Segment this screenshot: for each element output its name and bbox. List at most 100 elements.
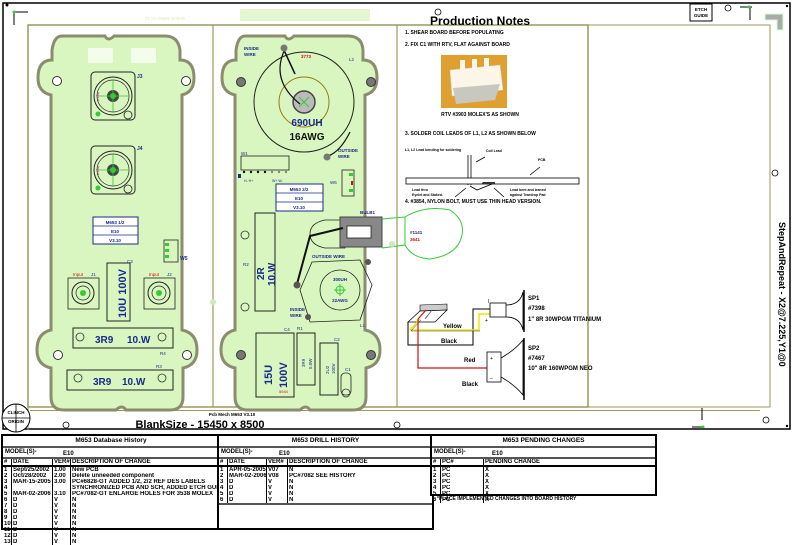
svg-text:690UH: 690UH xyxy=(291,118,322,129)
svg-text:INSIDE: INSIDE xyxy=(244,46,259,51)
svg-text:R1: R1 xyxy=(297,326,303,331)
svg-text:M653 2/2: M653 2/2 xyxy=(290,187,309,192)
note-3: 3. SOLDER COIL LEADS OF L1, L2 AS SHOWN … xyxy=(405,131,536,137)
svg-text:3R9: 3R9 xyxy=(95,335,114,346)
molex-connector-photo xyxy=(441,55,507,108)
table-cell: PC xyxy=(441,467,484,473)
table-cell: D xyxy=(12,521,53,527)
svg-text:I: I xyxy=(488,299,489,305)
etch-guide-text: ETCH xyxy=(695,7,707,12)
svg-text:2R: 2R xyxy=(256,266,267,280)
svg-text:WIRE: WIRE xyxy=(290,313,302,318)
drawing-sheet: ETCH GUIDE Bottom M653 V3.10 Production … xyxy=(1,2,791,433)
table-cell: 2 xyxy=(3,473,12,479)
table-cell: 5 xyxy=(432,491,441,497)
table-cell: PC xyxy=(441,485,484,491)
svg-text:10.W: 10.W xyxy=(127,335,151,346)
table-cell: 2.00 xyxy=(53,473,71,479)
svg-text:15U: 15U xyxy=(263,365,275,385)
table-cell: N xyxy=(72,521,77,527)
svg-text:+: + xyxy=(485,318,488,324)
table-cell: X xyxy=(485,467,490,473)
connector-j2: Input J2 xyxy=(143,272,176,310)
svg-text:J1: J1 xyxy=(91,272,96,277)
table-cell: V xyxy=(53,503,71,509)
capacitor-c1: C1 xyxy=(340,367,352,398)
table-cell: V xyxy=(53,539,71,545)
capacitor-c3: C3 10U 100V xyxy=(106,259,133,322)
svg-text:10.W: 10.W xyxy=(122,377,146,388)
table-cell: D xyxy=(228,479,267,485)
drill-history-table: M653 DRILL HISTORY MODEL(S)-E10 # DATE V… xyxy=(217,434,434,530)
svg-text:3R9: 3R9 xyxy=(301,358,306,367)
etch-guide-text: GUIDE xyxy=(694,13,708,18)
board-label-box-right: M653 2/2 E10 V3.10 xyxy=(275,183,324,212)
corner-crosshair-top-left xyxy=(12,10,28,25)
svg-text:OUTSIDE WIRE: OUTSIDE WIRE xyxy=(312,254,345,259)
table-cell: 3 xyxy=(432,479,441,485)
table-cell: 6 xyxy=(432,497,441,503)
svg-text:R2: R2 xyxy=(243,262,249,267)
table-cell: X xyxy=(485,473,490,479)
sp2-part: #7467 xyxy=(528,356,545,362)
svg-text:Input: Input xyxy=(96,166,101,176)
sp1-label: SP1 xyxy=(528,296,540,302)
svg-text:against Teardrop Pad: against Teardrop Pad xyxy=(510,193,546,197)
table-cell: 3 xyxy=(219,479,228,485)
production-notes-title: Production Notes xyxy=(430,14,530,28)
model-value: E10 xyxy=(492,451,503,457)
svg-text:3641: 3641 xyxy=(410,237,421,242)
svg-text:H- H+: H- H+ xyxy=(244,179,253,183)
table-cell: PC xyxy=(441,497,484,503)
table-cell: N xyxy=(289,479,294,485)
table-cell: 8 xyxy=(3,509,12,515)
table-cell: 5 xyxy=(3,491,12,497)
table-cell: 3.10 xyxy=(53,491,71,497)
outer-frame xyxy=(2,2,791,430)
table-cell: V xyxy=(267,491,288,497)
svg-text:V3.10: V3.10 xyxy=(109,238,121,243)
corner-crosshair-top-right xyxy=(724,4,752,20)
svg-text:W6: W6 xyxy=(330,180,337,185)
model-value: E10 xyxy=(63,451,74,457)
table-cell: 10 xyxy=(4,521,12,527)
svg-text:W5: W5 xyxy=(180,256,188,262)
connector-w5: W5 xyxy=(163,239,188,263)
svg-text:2U2: 2U2 xyxy=(325,365,330,374)
svg-text:W+ W-: W+ W- xyxy=(272,179,284,183)
wire-label-yellow: Yellow xyxy=(443,324,462,330)
table-cell: X xyxy=(485,485,490,491)
svg-text:CLINCH: CLINCH xyxy=(8,410,25,415)
table-title: M653 DRILL HISTORY xyxy=(219,436,432,448)
table-cell: V xyxy=(53,509,71,515)
table-cell: D xyxy=(12,497,53,503)
svg-text:300UH: 300UH xyxy=(333,277,347,282)
table-cell xyxy=(53,485,71,491)
resistor-r1: R1 3R9 5.0W xyxy=(296,326,316,386)
svg-text:WIRE: WIRE xyxy=(338,154,350,159)
svg-text:10U 100V: 10U 100V xyxy=(117,268,129,318)
table-cell: 9 xyxy=(3,515,12,521)
svg-text:100V: 100V xyxy=(331,363,336,374)
capacitor-c4: C4 15U 100V 5944 xyxy=(255,327,295,398)
bottom-layer-label: Bottom M653 V3.10 xyxy=(145,16,185,21)
table-title: M653 Database History xyxy=(3,436,219,448)
table-cell: 1 xyxy=(219,467,228,473)
svg-text:22AWG: 22AWG xyxy=(332,298,348,303)
svg-text:16AWG: 16AWG xyxy=(289,132,324,143)
sp2-label: SP2 xyxy=(528,346,540,352)
table-cell: APR-05-2005 xyxy=(229,467,267,473)
corner-crosshair-bottom-right xyxy=(692,408,705,429)
svg-text:Input: Input xyxy=(149,272,160,277)
table-cell: N xyxy=(289,485,294,491)
table-cell: 7 xyxy=(3,503,12,509)
